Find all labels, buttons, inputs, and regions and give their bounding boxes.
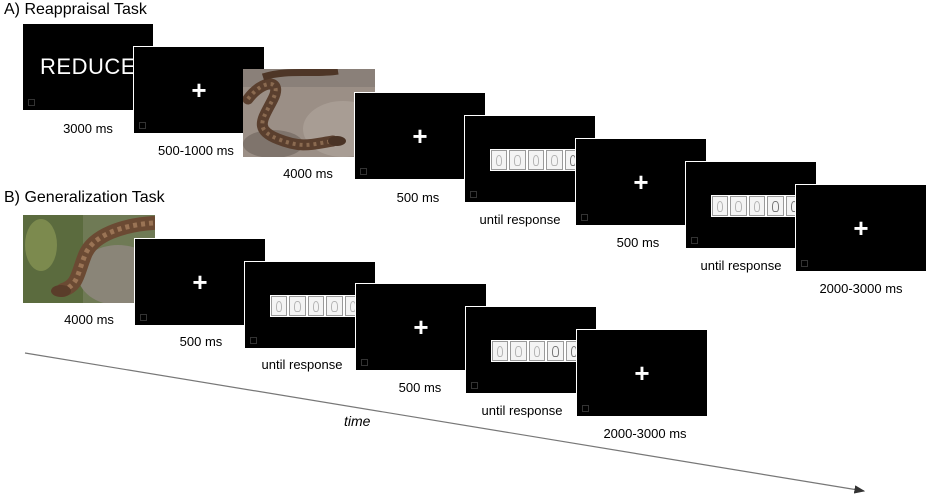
generalization-iti-screen: + xyxy=(576,329,708,417)
corner-marker xyxy=(360,168,367,175)
corner-marker xyxy=(139,122,146,129)
corner-marker xyxy=(582,405,589,412)
generalization-duration-3: until response xyxy=(261,357,343,372)
rating-option xyxy=(730,196,747,216)
rating-scale xyxy=(270,295,362,317)
generalization-rating-screen-1 xyxy=(244,261,376,349)
rating-option xyxy=(748,196,766,216)
reappraisal-task-title: A) Reappraisal Task xyxy=(4,1,147,18)
rating-option xyxy=(491,150,508,170)
reappraisal-duration-4: 500 ms xyxy=(396,190,440,205)
rating-option xyxy=(326,296,343,316)
corner-marker xyxy=(470,191,477,198)
generalization-duration-5: until response xyxy=(481,403,563,418)
rating-option xyxy=(509,150,526,170)
rating-scale xyxy=(711,195,803,217)
rating-option xyxy=(547,341,564,361)
rating-option xyxy=(712,196,729,216)
reappraisal-duration-5: until response xyxy=(479,212,561,227)
corner-marker xyxy=(801,260,808,267)
reappraisal-duration-2: 500-1000 ms xyxy=(158,143,234,158)
rating-option xyxy=(546,150,563,170)
corner-marker xyxy=(140,314,147,321)
generalization-duration-6: 2000-3000 ms xyxy=(603,426,687,441)
fixation-cross: + xyxy=(634,358,650,388)
fixation-cross: + xyxy=(413,312,429,342)
reappraisal-duration-6: 500 ms xyxy=(616,235,660,250)
corner-marker xyxy=(361,359,368,366)
rating-option xyxy=(307,296,325,316)
rating-scale xyxy=(491,340,583,362)
rating-option xyxy=(492,341,509,361)
generalization-duration-4: 500 ms xyxy=(398,380,442,395)
fixation-cross: + xyxy=(633,167,649,197)
fixation-cross: + xyxy=(192,267,208,297)
reappraisal-duration-7: until response xyxy=(700,258,782,273)
rating-option xyxy=(528,341,546,361)
reappraisal-cue-screen: REDUCE xyxy=(22,23,154,111)
time-axis-label: time xyxy=(344,413,371,429)
rating-option xyxy=(271,296,288,316)
corner-marker xyxy=(471,382,478,389)
rating-option xyxy=(510,341,527,361)
corner-marker xyxy=(250,337,257,344)
corner-marker xyxy=(691,237,698,244)
reappraisal-iti-screen: + xyxy=(795,184,927,272)
corner-marker xyxy=(581,214,588,221)
reappraisal-rating-screen-1 xyxy=(464,115,596,203)
fixation-cross: + xyxy=(853,213,869,243)
generalization-duration-1: 4000 ms xyxy=(64,312,114,327)
reduce-cue-text: REDUCE xyxy=(40,54,136,79)
generalization-duration-2: 500 ms xyxy=(179,334,223,349)
reappraisal-duration-1: 3000 ms xyxy=(63,121,113,136)
rating-option xyxy=(527,150,545,170)
generalization-task-title: B) Generalization Task xyxy=(4,189,165,206)
fixation-cross: + xyxy=(191,75,207,105)
snake-image-generalization xyxy=(23,215,155,303)
reappraisal-duration-8: 2000-3000 ms xyxy=(819,281,903,296)
rating-option xyxy=(767,196,784,216)
generalization-rating-screen-2 xyxy=(465,306,597,394)
fixation-cross: + xyxy=(412,121,428,151)
reappraisal-duration-3: 4000 ms xyxy=(283,166,333,181)
rating-option xyxy=(289,296,306,316)
corner-marker xyxy=(28,99,35,106)
rating-scale xyxy=(490,149,582,171)
